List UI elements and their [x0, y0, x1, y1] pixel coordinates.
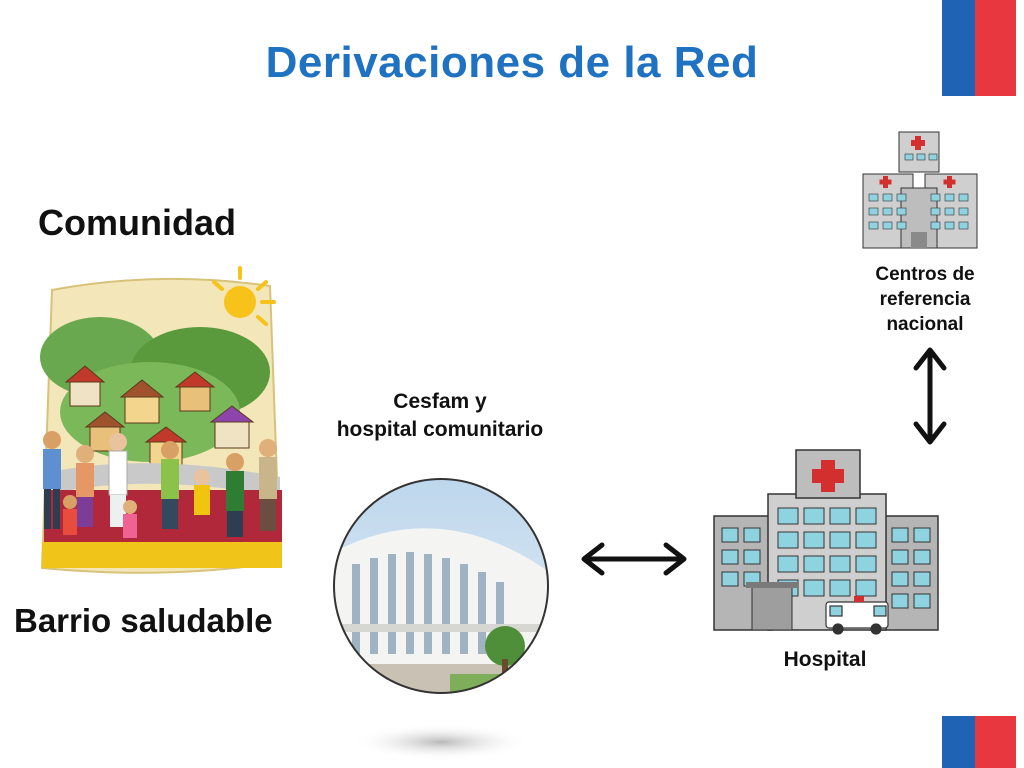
flag-blue-stripe [942, 0, 975, 96]
vertical-double-arrow-icon [910, 344, 950, 448]
cesfam-label-line1: Cesfam y [393, 390, 487, 413]
centros-label-line2: referencia [879, 289, 971, 310]
reference-centers-icon [855, 128, 983, 252]
page-title: Derivaciones de la Red [265, 38, 759, 87]
flag-decoration-bottom [942, 716, 1016, 768]
cesfam-photo [330, 474, 552, 764]
centros-label-line3: nacional [886, 314, 964, 335]
cesfam-label-line2: hospital comunitario [336, 418, 544, 441]
community-illustration [30, 262, 292, 592]
flag-red-stripe [975, 0, 1016, 96]
sun-icon [212, 266, 276, 326]
centros-label: Centros de referencia nacional [840, 262, 1010, 337]
barrio-saludable-label: Barrio saludable [14, 602, 273, 639]
hospital-label: Hospital [783, 648, 867, 671]
flag-red-stripe [975, 716, 1016, 768]
flag-blue-stripe [942, 716, 975, 768]
cesfam-label: Cesfam y hospital comunitario [300, 388, 580, 444]
hospital-icon [712, 446, 942, 636]
comunidad-label: Comunidad [38, 202, 236, 243]
flag-decoration-top [942, 0, 1016, 96]
double-arrow-icon [578, 540, 690, 578]
centros-label-line1: Centros de [875, 264, 975, 285]
